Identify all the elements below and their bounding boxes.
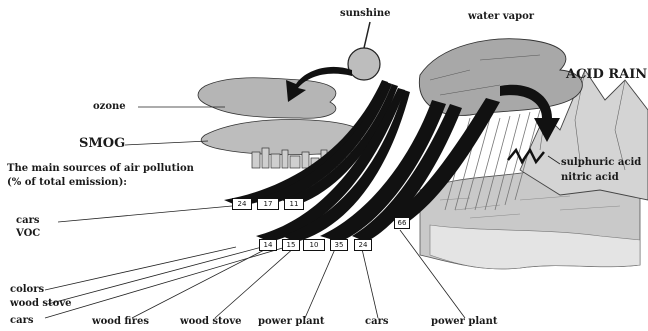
pct-box: 14 bbox=[259, 239, 277, 251]
pct-box: 66 bbox=[394, 217, 410, 229]
pct-box: 11 bbox=[284, 198, 304, 210]
pct-box: 24 bbox=[232, 198, 252, 210]
nitric-acid-label: nitric acid bbox=[561, 172, 619, 184]
wood-fires-label: wood fires bbox=[92, 316, 149, 328]
cars-bottom-left-label: cars bbox=[10, 315, 33, 327]
sunshine-label: sunshine bbox=[340, 8, 391, 20]
sun-icon bbox=[348, 48, 380, 80]
pct-box: 10 bbox=[303, 239, 325, 251]
main-sources-subtitle: (% of total emission): bbox=[7, 177, 127, 189]
water-vapor-label: water vapor bbox=[468, 11, 534, 23]
pct-box: 24 bbox=[354, 239, 372, 251]
voc-label: VOC bbox=[16, 228, 40, 240]
pct-box: 17 bbox=[257, 198, 279, 210]
sulphuric-acid-label: sulphuric acid bbox=[561, 157, 641, 169]
power-plant-label-1: power plant bbox=[258, 316, 325, 328]
sunshine-ray bbox=[364, 22, 370, 48]
wood-stove-bottom-label: wood stove bbox=[180, 316, 242, 328]
wood-stove-left-label: wood stove bbox=[10, 298, 72, 310]
pct-box: 35 bbox=[330, 239, 348, 251]
power-plant-label-2: power plant bbox=[431, 316, 498, 328]
main-sources-title: The main sources of air pollution bbox=[7, 163, 194, 175]
pct-box: 15 bbox=[282, 239, 300, 251]
ozone-label: ozone bbox=[93, 101, 126, 113]
ozone-cloud bbox=[198, 78, 336, 119]
smog-label: SMOG bbox=[79, 136, 125, 151]
colors-label: colors bbox=[10, 284, 44, 296]
cars-bottom-label: cars bbox=[365, 316, 388, 328]
acid-rain-label: ACID RAIN bbox=[566, 67, 647, 82]
cars-label: cars bbox=[16, 215, 39, 227]
